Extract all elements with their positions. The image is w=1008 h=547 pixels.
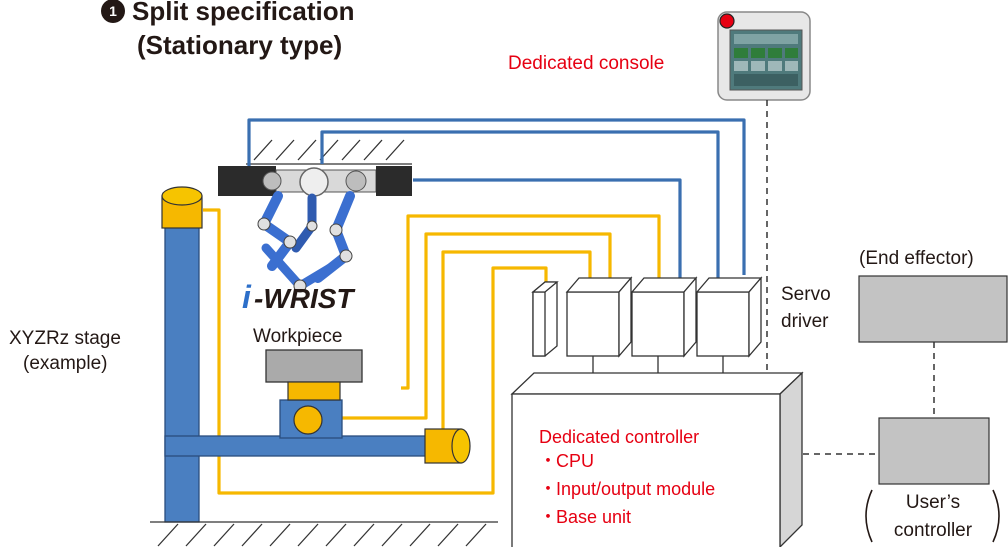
floor-hatch bbox=[150, 521, 498, 547]
servo-driver-2 bbox=[630, 276, 698, 358]
diagram-title: 1 Split specification (Stationary type) bbox=[101, 0, 355, 60]
controller-item-bullet: ・ bbox=[539, 507, 557, 527]
end-effector-box bbox=[858, 275, 1008, 343]
end-effector-label: (End effector) bbox=[859, 248, 974, 269]
user-controller-line1: User’s bbox=[906, 492, 960, 513]
user-controller-line2: controller bbox=[894, 520, 973, 541]
servo-driver-3 bbox=[695, 276, 763, 358]
logo-text: -WRIST bbox=[254, 283, 356, 314]
controller-item-bullet: ・ bbox=[539, 451, 557, 471]
dedicated-controller bbox=[510, 371, 804, 547]
number-marker-label: 1 bbox=[109, 3, 117, 19]
right-paren-icon bbox=[992, 489, 1000, 543]
logo-prefix: i bbox=[242, 279, 252, 315]
emergency-stop-icon bbox=[719, 13, 735, 29]
controller-item-io: Input/output module bbox=[556, 479, 715, 499]
servo-label-line1: Servo bbox=[781, 284, 831, 305]
workpiece-label: Workpiece bbox=[253, 326, 342, 347]
user-controller-label: User’s controller bbox=[865, 489, 1000, 543]
workpiece bbox=[265, 349, 363, 383]
user-controller-box bbox=[878, 417, 990, 485]
controller-item-cpu: CPU bbox=[556, 451, 594, 471]
servo-driver-narrow bbox=[531, 281, 559, 357]
xyzrz-stage bbox=[161, 186, 471, 523]
servo-label-line2: driver bbox=[781, 311, 829, 332]
title-line1: Split specification bbox=[132, 0, 355, 26]
controller-item-base: Base unit bbox=[556, 507, 631, 527]
ceiling-hatch bbox=[246, 139, 412, 165]
title-line2: (Stationary type) bbox=[137, 30, 342, 60]
number-marker-icon bbox=[101, 0, 125, 23]
iwrist-robot bbox=[218, 166, 412, 293]
stage-label-line2: (example) bbox=[23, 353, 107, 374]
controller-items: ・ CPU ・ Input/output module ・ Base unit bbox=[539, 451, 715, 527]
console-label: Dedicated console bbox=[508, 53, 664, 74]
iwrist-logo: i -WRIST bbox=[242, 279, 356, 315]
console-device bbox=[717, 11, 811, 101]
yellow-wires bbox=[203, 208, 661, 495]
left-paren-icon bbox=[865, 489, 873, 543]
blue-wires bbox=[247, 118, 746, 282]
controller-item-bullet: ・ bbox=[539, 479, 557, 499]
servo-driver-1 bbox=[565, 276, 633, 358]
controller-title: Dedicated controller bbox=[539, 427, 699, 447]
stage-label-line1: XYZRz stage bbox=[9, 328, 121, 349]
